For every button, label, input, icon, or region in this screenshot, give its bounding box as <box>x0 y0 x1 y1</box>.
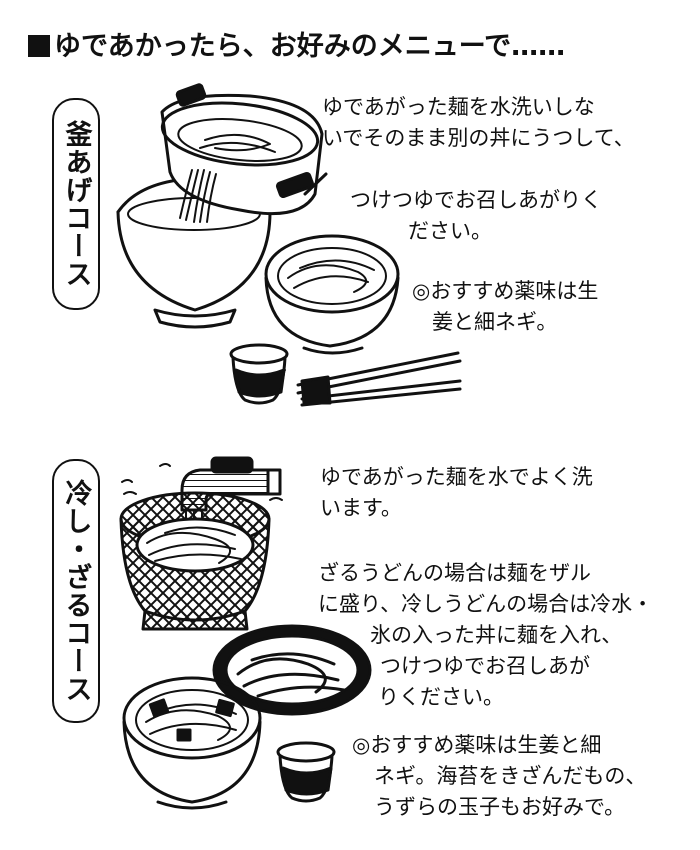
black-square-icon <box>28 35 50 57</box>
zaru-plate-illustration <box>212 624 372 716</box>
dipping-cup-illustration-2 <box>276 741 336 803</box>
section1-paragraph-2: つけつゆでお召しあがりく ださい。 <box>350 188 602 243</box>
cold-noodle-bowl-illustration <box>122 676 262 810</box>
chopsticks-illustration <box>296 351 462 407</box>
section1-paragraph-1: ゆであがった麺を水洗いしな いでそのまま別の丼にうつして、 <box>322 95 635 150</box>
mesh-basket-illustration <box>119 491 271 631</box>
section-label-kamaage: 釜あげコース <box>52 98 100 310</box>
section2-paragraph-3: ◎おすすめ薬味は生姜と細 ネギ。海苔をきざんだもの、 うずらの玉子もお好みで。 <box>352 733 647 819</box>
section2-paragraph-1: ゆであがった麺を水でよく洗 います。 <box>320 465 593 520</box>
pot-pouring-noodles-illustration <box>116 83 328 329</box>
noodle-bowl-illustration <box>264 234 400 355</box>
dipping-cup-illustration <box>229 343 289 405</box>
section-label-hiyashi-zaru: 冷し・ざるコース <box>52 459 100 723</box>
section1-paragraph-3: ◎おすすめ薬味は生 姜と細ネギ。 <box>412 279 599 334</box>
section2-paragraph-2: ざるうどんの場合は麺をザル に盛り、冷しうどんの場合は冷水・ 氷の入った丼に麺を… <box>318 561 654 709</box>
page-title: ゆであかったら、お好みのメニューで…… <box>28 24 565 63</box>
